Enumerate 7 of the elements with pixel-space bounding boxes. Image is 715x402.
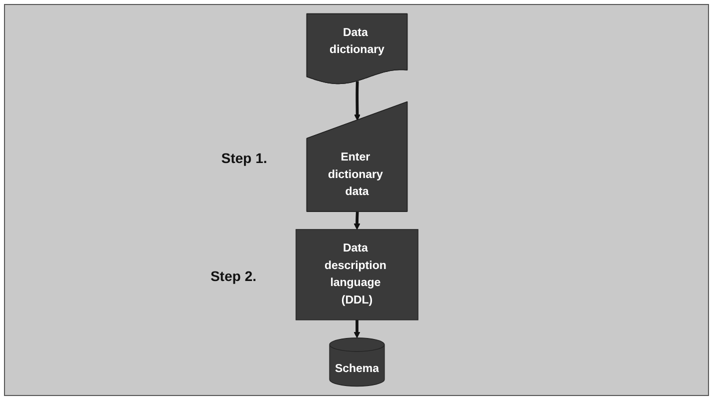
arrow: [353, 320, 360, 338]
step-label: Step 2.: [210, 268, 256, 284]
node-box: [295, 229, 418, 320]
diagram-background: Data dictionary Enter dictionary data Data description language (DDL) Schema Step 1. Step 2.: [4, 4, 709, 396]
arrow: [354, 81, 360, 121]
step-label: Step 1.: [221, 150, 268, 166]
arrow: [353, 212, 360, 230]
